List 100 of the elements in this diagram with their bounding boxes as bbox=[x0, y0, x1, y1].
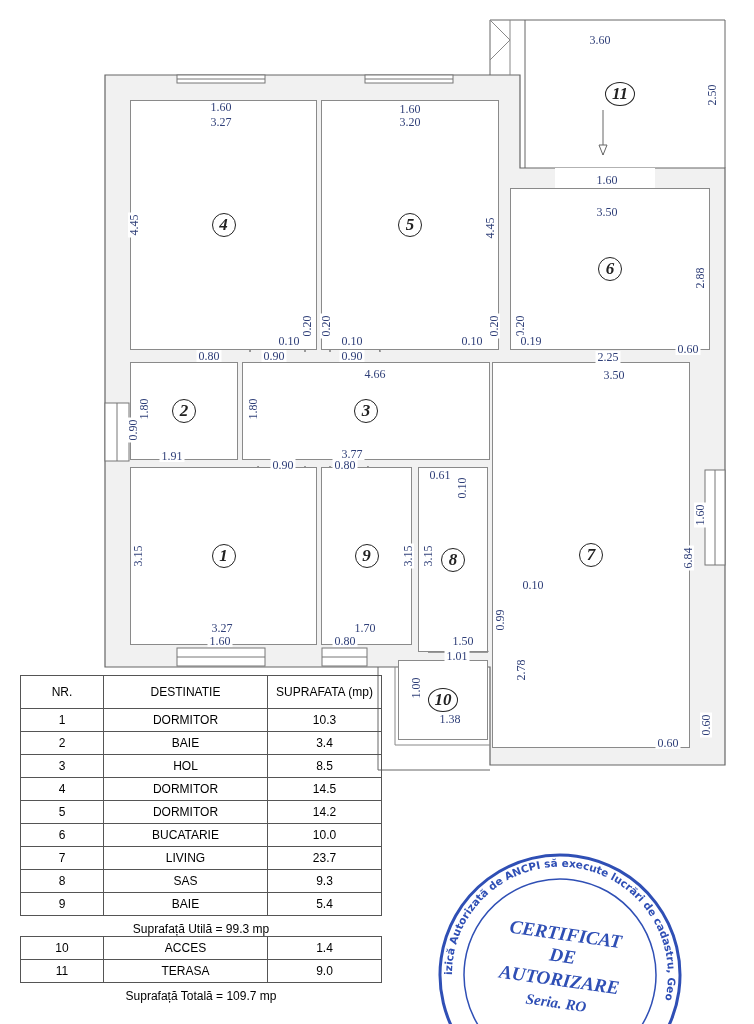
dimension-label: 1.80 bbox=[138, 396, 150, 422]
table-cell: TERASA bbox=[103, 959, 268, 983]
dimension-label: 0.80 bbox=[196, 350, 222, 362]
dimension-label: 0.60 bbox=[675, 343, 701, 355]
table-cell: 2 bbox=[20, 731, 104, 755]
dimension-label: 1.38 bbox=[437, 713, 463, 725]
dimension-label: 1.60 bbox=[207, 635, 233, 647]
dimension-label: 1.50 bbox=[450, 635, 476, 647]
table-cell: SUPRAFATA (mp) bbox=[267, 675, 382, 709]
table-cell: BUCATARIE bbox=[103, 823, 268, 847]
dimension-label: 1.60 bbox=[208, 101, 234, 113]
dimension-label: 2.88 bbox=[694, 265, 706, 291]
room-outline bbox=[242, 362, 490, 460]
dimension-label: 3.20 bbox=[397, 116, 423, 128]
dimension-label: 3.60 bbox=[587, 34, 613, 46]
table-cell: BAIE bbox=[103, 892, 268, 916]
dimension-label: 0.60 bbox=[700, 712, 712, 738]
dimension-label: 3.50 bbox=[594, 206, 620, 218]
table-cell: 8 bbox=[20, 869, 104, 893]
table-cell: 3 bbox=[20, 754, 104, 778]
table-note: Suprafață Totală = 109.7 mp bbox=[20, 982, 382, 1003]
dimension-label: 3.15 bbox=[132, 543, 144, 569]
table-cell: 5 bbox=[20, 800, 104, 824]
table-cell: 1 bbox=[20, 708, 104, 732]
room-outline bbox=[418, 467, 488, 652]
table-cell: 3.4 bbox=[267, 731, 382, 755]
dimension-label: 1.01 bbox=[444, 650, 470, 662]
dimension-label: 0.10 bbox=[339, 335, 365, 347]
dimension-label: 2.50 bbox=[706, 82, 718, 108]
table-cell: ACCES bbox=[103, 936, 268, 960]
dimension-label: 0.20 bbox=[488, 313, 500, 339]
dimension-label: 0.10 bbox=[520, 579, 546, 591]
dimension-label: 1.70 bbox=[352, 622, 378, 634]
table-cell: LIVING bbox=[103, 846, 268, 870]
room-outline bbox=[321, 100, 499, 350]
table-cell: 9 bbox=[20, 892, 104, 916]
room-outline bbox=[130, 362, 238, 460]
dimension-label: 3.15 bbox=[422, 543, 434, 569]
table-cell: 4 bbox=[20, 777, 104, 801]
dimension-label: 0.90 bbox=[339, 350, 365, 362]
table-cell: 1.4 bbox=[267, 936, 382, 960]
dimension-label: 0.10 bbox=[459, 335, 485, 347]
dimension-label: 3.15 bbox=[402, 543, 414, 569]
dimension-label: 0.90 bbox=[270, 459, 296, 471]
dimension-label: 0.60 bbox=[655, 737, 681, 749]
dimension-label: 3.27 bbox=[209, 622, 235, 634]
table-cell: 11 bbox=[20, 959, 104, 983]
room-outline bbox=[398, 660, 488, 740]
dimension-label: 0.80 bbox=[332, 635, 358, 647]
dimension-label: 0.99 bbox=[494, 607, 506, 633]
dimension-label: 0.90 bbox=[261, 350, 287, 362]
table-cell: 7 bbox=[20, 846, 104, 870]
room-outline bbox=[492, 362, 690, 748]
table-cell: 23.7 bbox=[267, 846, 382, 870]
dimension-label: 3.27 bbox=[208, 116, 234, 128]
table-cell: 8.5 bbox=[267, 754, 382, 778]
table-cell: 10 bbox=[20, 936, 104, 960]
table-cell: 14.2 bbox=[267, 800, 382, 824]
dimension-label: 1.60 bbox=[594, 174, 620, 186]
table-cell: 10.0 bbox=[267, 823, 382, 847]
dimension-label: 2.25 bbox=[595, 351, 621, 363]
dimension-label: 4.45 bbox=[484, 215, 496, 241]
dimension-label: 0.20 bbox=[320, 313, 332, 339]
room-outline bbox=[130, 100, 317, 350]
dimension-label: 1.00 bbox=[410, 675, 422, 701]
table-cell: DORMITOR bbox=[103, 800, 268, 824]
room-outline bbox=[130, 467, 317, 645]
room-outline bbox=[321, 467, 412, 645]
dimension-label: 2.78 bbox=[515, 657, 527, 683]
dimension-label: 6.84 bbox=[682, 545, 694, 571]
dimension-label: 0.61 bbox=[427, 469, 453, 481]
table-cell: HOL bbox=[103, 754, 268, 778]
table-cell: 10.3 bbox=[267, 708, 382, 732]
dimension-label: 1.91 bbox=[159, 450, 185, 462]
dimension-label: 4.66 bbox=[362, 368, 388, 380]
table-cell: 9.0 bbox=[267, 959, 382, 983]
table-cell: DORMITOR bbox=[103, 708, 268, 732]
dimension-label: 0.19 bbox=[518, 335, 544, 347]
dimension-label: 0.90 bbox=[127, 417, 139, 443]
table-cell: 9.3 bbox=[267, 869, 382, 893]
dimension-label: 3.50 bbox=[601, 369, 627, 381]
table-cell: SAS bbox=[103, 869, 268, 893]
table-cell: DORMITOR bbox=[103, 777, 268, 801]
table-cell: BAIE bbox=[103, 731, 268, 755]
dimension-label: 1.80 bbox=[247, 396, 259, 422]
dimension-label: 0.10 bbox=[276, 335, 302, 347]
table-cell: 5.4 bbox=[267, 892, 382, 916]
dimension-label: 0.80 bbox=[332, 459, 358, 471]
table-cell: NR. bbox=[20, 675, 104, 709]
table-note: Suprafață Utilă = 99.3 mp bbox=[20, 915, 382, 937]
dimension-label: 0.20 bbox=[301, 313, 313, 339]
stamp-drawing: izică Autorizată de ANCPI să execute lucrări de cadastru, Geo CERTIFICAT DE AUTORIZARE Seria. RO bbox=[438, 853, 682, 1024]
dimension-label: 3.77 bbox=[339, 448, 365, 460]
table-cell: DESTINATIE bbox=[103, 675, 268, 709]
dimension-label: 1.60 bbox=[694, 502, 706, 528]
table-cell: 14.5 bbox=[267, 777, 382, 801]
dimension-label: 4.45 bbox=[128, 212, 140, 238]
dimension-label: 0.10 bbox=[456, 475, 468, 501]
dimension-label: 1.60 bbox=[397, 103, 423, 115]
table-cell: 6 bbox=[20, 823, 104, 847]
